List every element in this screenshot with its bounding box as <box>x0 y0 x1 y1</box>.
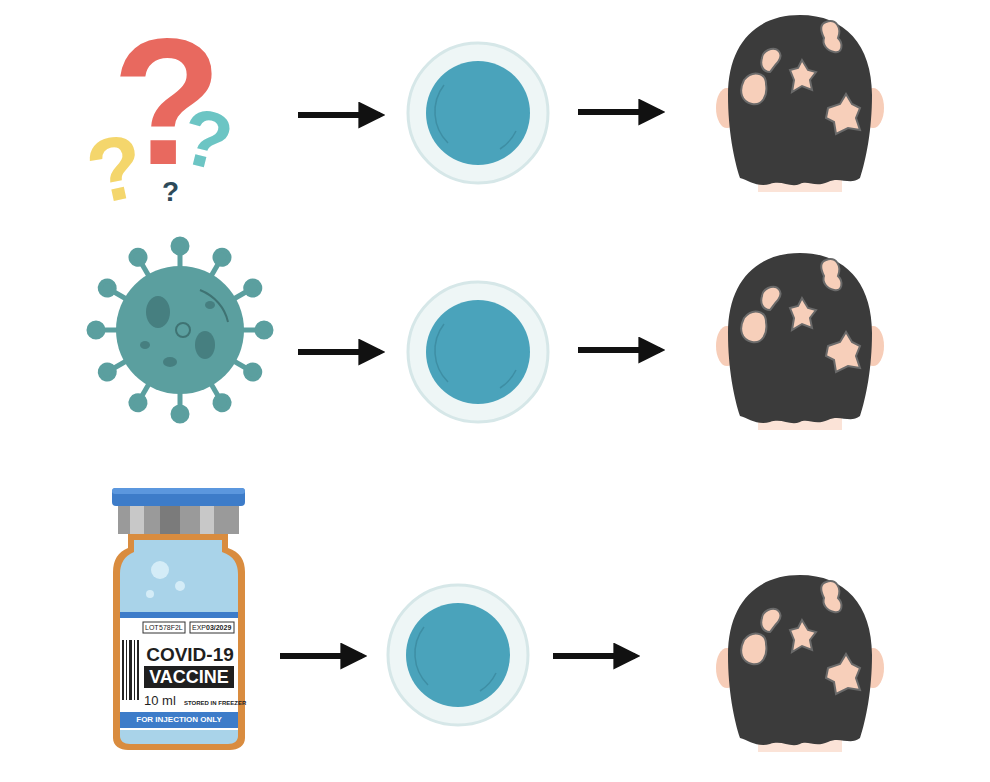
alopecia-head <box>716 15 884 192</box>
question-mark: ? <box>162 178 179 206</box>
cell-icon <box>408 282 548 422</box>
virus-icon <box>89 239 271 421</box>
lot-label: LOT <box>145 624 159 631</box>
exp-date: 03/2029 <box>206 624 231 631</box>
alopecia-head <box>716 575 884 752</box>
vaccine-vial <box>112 488 245 750</box>
lot-number: 578F2L <box>159 624 183 631</box>
alopecia-head <box>716 253 884 430</box>
vial-title: VACCINE <box>149 668 229 686</box>
arrows <box>280 112 660 656</box>
exp-label: EXP <box>192 624 206 631</box>
vial-title: COVID-19 <box>146 645 234 664</box>
volume-label: 10 ml <box>144 694 176 707</box>
cell-icon <box>408 43 548 183</box>
storage-note: STORED IN FREEZER <box>184 700 246 706</box>
usage-note: FOR INJECTION ONLY <box>136 716 222 724</box>
cell-icon <box>388 585 528 725</box>
